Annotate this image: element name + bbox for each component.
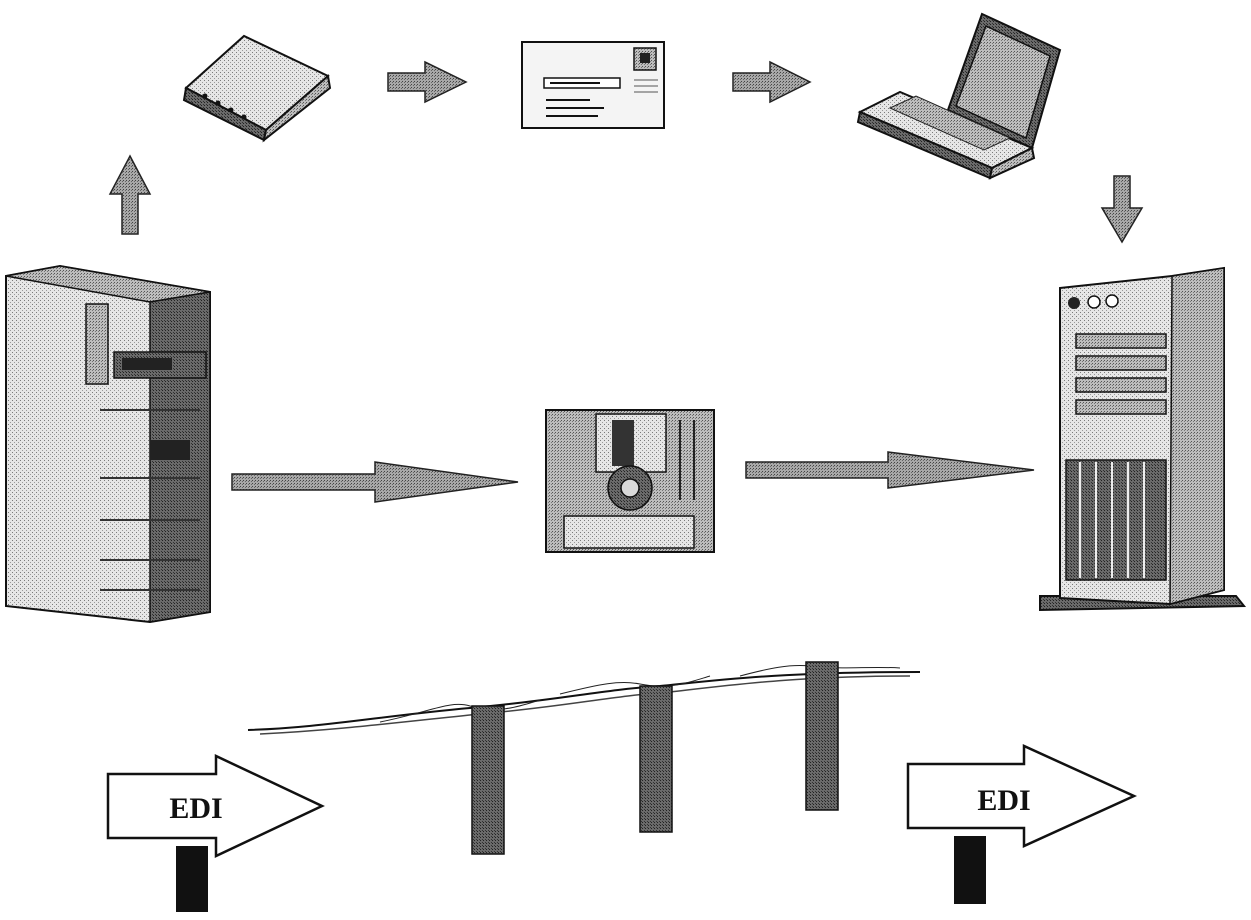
telephone-pole-2: [639, 685, 673, 833]
left-sign-post: [176, 846, 208, 912]
server-tower-left-icon: [5, 264, 211, 624]
diskette-icon: [545, 409, 715, 553]
telephone-pole-1: [471, 705, 505, 855]
left-sign-arrow: [106, 754, 325, 858]
left-sign-label: EDI: [169, 792, 222, 825]
right-sign-arrow: [906, 744, 1138, 848]
telephone-line-icon: [247, 661, 921, 855]
arrow-envelope-to-laptop: [732, 60, 812, 104]
envelope-icon: [521, 41, 665, 129]
arrow-server-to-diskette: [231, 461, 519, 503]
modem-icon: [182, 34, 332, 143]
edi-signpost-right: EDI: [906, 744, 1138, 904]
arrow-server-to-modem: [108, 154, 152, 235]
arrow-diskette-to-server: [745, 451, 1035, 489]
arrow-laptop-to-server: [1100, 175, 1144, 244]
laptop-icon: [856, 12, 1062, 180]
right-sign-label: EDI: [977, 784, 1030, 817]
arrow-modem-to-envelope: [387, 60, 468, 104]
edi-signpost-icon: EDI: [106, 754, 325, 912]
telephone-pole-3: [805, 661, 839, 811]
right-sign-post: [954, 836, 986, 904]
server-tower-right-icon: [1039, 266, 1247, 612]
